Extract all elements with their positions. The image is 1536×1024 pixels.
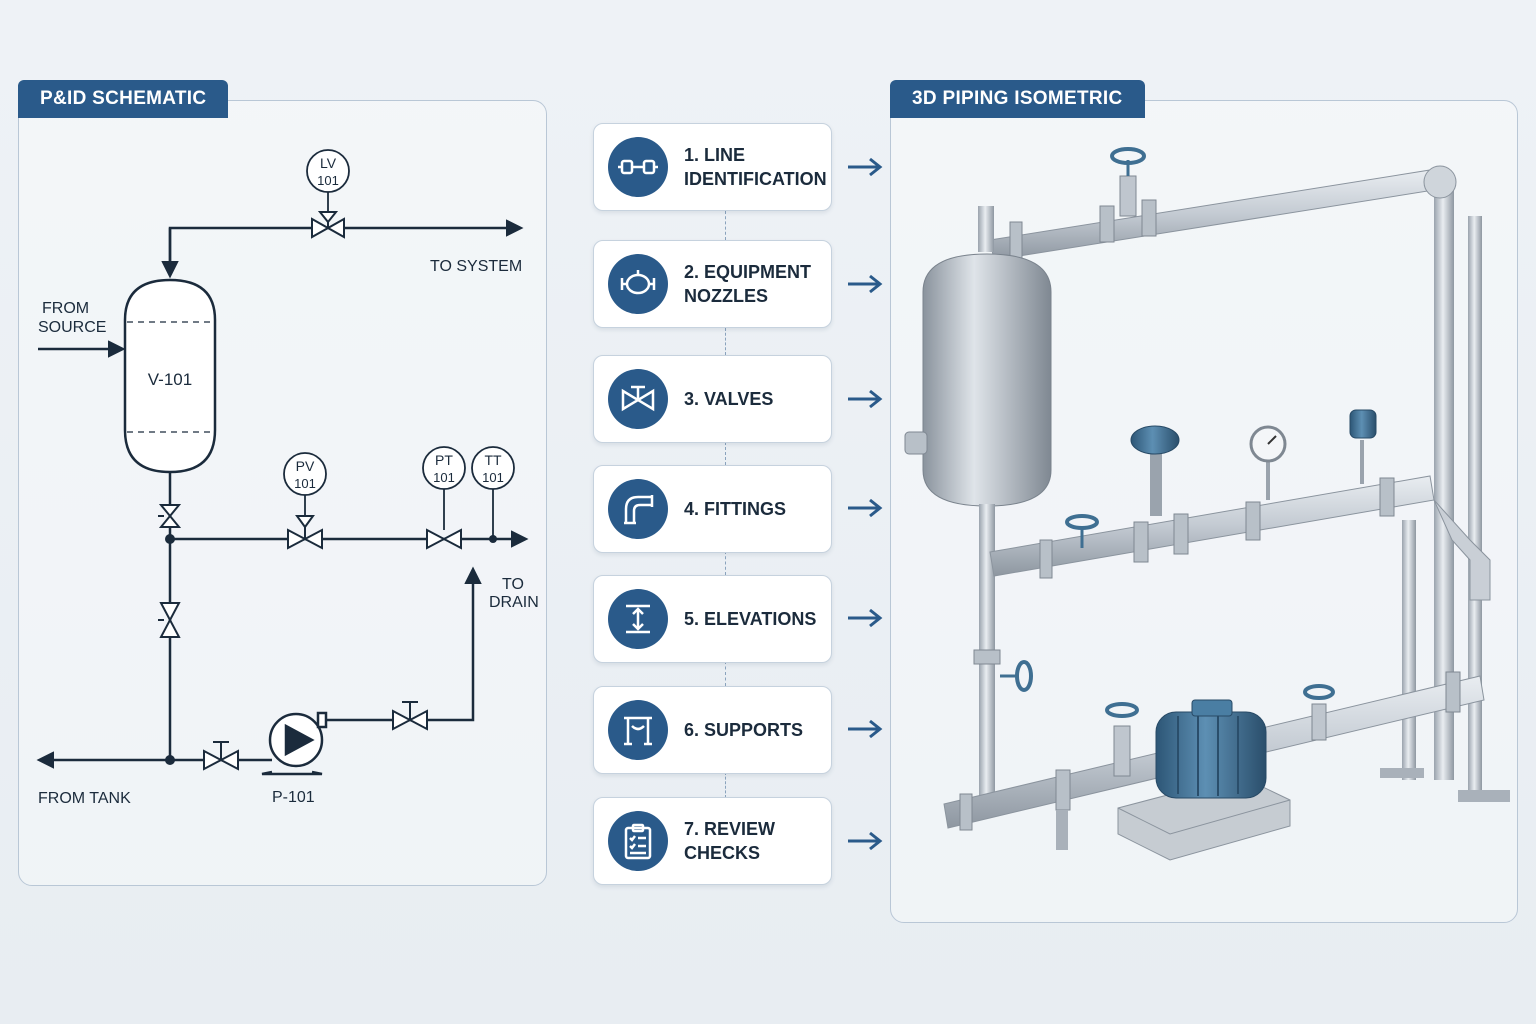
valve-discharge: [392, 701, 428, 731]
step-valves: 3. VALVES: [593, 355, 832, 443]
step-label: 7. REVIEW CHECKS: [684, 819, 776, 863]
step-connector: [725, 328, 726, 355]
valve-icon: [608, 369, 668, 429]
vessel-v101: [123, 278, 217, 474]
step-line-identification: 1. LINE IDENTIFICATION: [593, 123, 832, 211]
vessel-label: V-101: [148, 370, 192, 389]
svg-text:101: 101: [294, 476, 316, 491]
step-label: 3. VALVES: [684, 389, 774, 409]
step-label: 2. EQUIPMENT NOZZLES: [684, 262, 812, 306]
step-label: 5. ELEVATIONS: [684, 609, 817, 629]
svg-text:101: 101: [433, 470, 455, 485]
step-connector: [725, 442, 726, 465]
step-connector: [725, 661, 726, 686]
top-pipe: [989, 169, 1435, 261]
step-supports: 6. SUPPORTS: [593, 686, 832, 774]
valve-suction: [203, 741, 239, 771]
step-connector: [725, 772, 726, 798]
pipe-line-icon: [608, 137, 668, 197]
step-arrow: [848, 389, 883, 409]
svg-text:TT: TT: [484, 452, 502, 468]
elevation-icon: [608, 589, 668, 649]
from-tank-label: FROM TANK: [38, 790, 131, 807]
from-source-label-2: SOURCE: [38, 319, 106, 336]
svg-text:101: 101: [482, 470, 504, 485]
valve-vertical: [158, 602, 181, 638]
svg-text:PV: PV: [296, 458, 315, 474]
to-system-label: TO SYSTEM: [430, 258, 522, 275]
instrument-tt101: TT 101: [471, 446, 515, 490]
support-icon: [608, 700, 668, 760]
step-label: 6. SUPPORTS: [684, 720, 804, 740]
step-arrow: [848, 157, 883, 177]
step-label: 4. FITTINGS: [684, 499, 787, 519]
control-valve-actuator: [1130, 425, 1180, 455]
valve-vessel-bottom: [158, 504, 182, 528]
step-connector: [725, 551, 726, 575]
step-arrow: [848, 719, 883, 739]
vessel-3d: [922, 253, 1052, 507]
svg-text:101: 101: [317, 173, 339, 188]
transmitter: [1349, 409, 1377, 439]
valve-pv101: [287, 515, 323, 550]
nozzle-icon: [608, 254, 668, 314]
clipboard-icon: [608, 811, 668, 871]
step-arrow: [848, 498, 883, 518]
step-connector: [725, 211, 726, 240]
elbow-icon: [608, 479, 668, 539]
pump-p101: [261, 711, 328, 776]
step-arrow: [848, 274, 883, 294]
step-arrow: [848, 831, 883, 851]
pid-panel-title: P&ID SCHEMATIC: [18, 80, 229, 118]
valve-lv101: [311, 211, 345, 239]
support-column: [1468, 216, 1482, 794]
pump-motor: [1155, 711, 1267, 799]
to-drain-label-1: TO: [502, 576, 524, 593]
handwheel: [1015, 660, 1033, 692]
middle-pipe: [989, 475, 1435, 577]
line-to-drain: [322, 566, 482, 722]
from-source-label-1: FROM: [42, 300, 89, 317]
step-equipment-nozzles: 2. EQUIPMENT NOZZLES: [593, 240, 832, 328]
step-review-checks: 7. REVIEW CHECKS: [593, 797, 832, 885]
handwheel: [1303, 684, 1335, 700]
handwheel: [1065, 514, 1099, 530]
instrument-pv101: PV 101: [283, 452, 327, 496]
pump-label: P-101: [272, 789, 315, 806]
support-column: [1402, 520, 1416, 780]
step-fittings: 4. FITTINGS: [593, 465, 832, 553]
to-drain-label-2: DRAIN: [489, 594, 539, 611]
instrument-lv101: LV 101: [306, 149, 350, 193]
handwheel: [1105, 702, 1139, 718]
handwheel: [1110, 147, 1146, 165]
instrument-pt101: PT 101: [422, 446, 466, 490]
riser-pipe: [1434, 190, 1454, 780]
step-arrow: [848, 608, 883, 628]
valve-pt-line: [426, 528, 462, 550]
iso-panel-title: 3D PIPING ISOMETRIC: [890, 80, 1145, 118]
step-elevations: 5. ELEVATIONS: [593, 575, 832, 663]
svg-text:LV: LV: [320, 155, 337, 171]
svg-text:PT: PT: [435, 452, 453, 468]
step-label: 1. LINE IDENTIFICATION: [684, 145, 827, 189]
